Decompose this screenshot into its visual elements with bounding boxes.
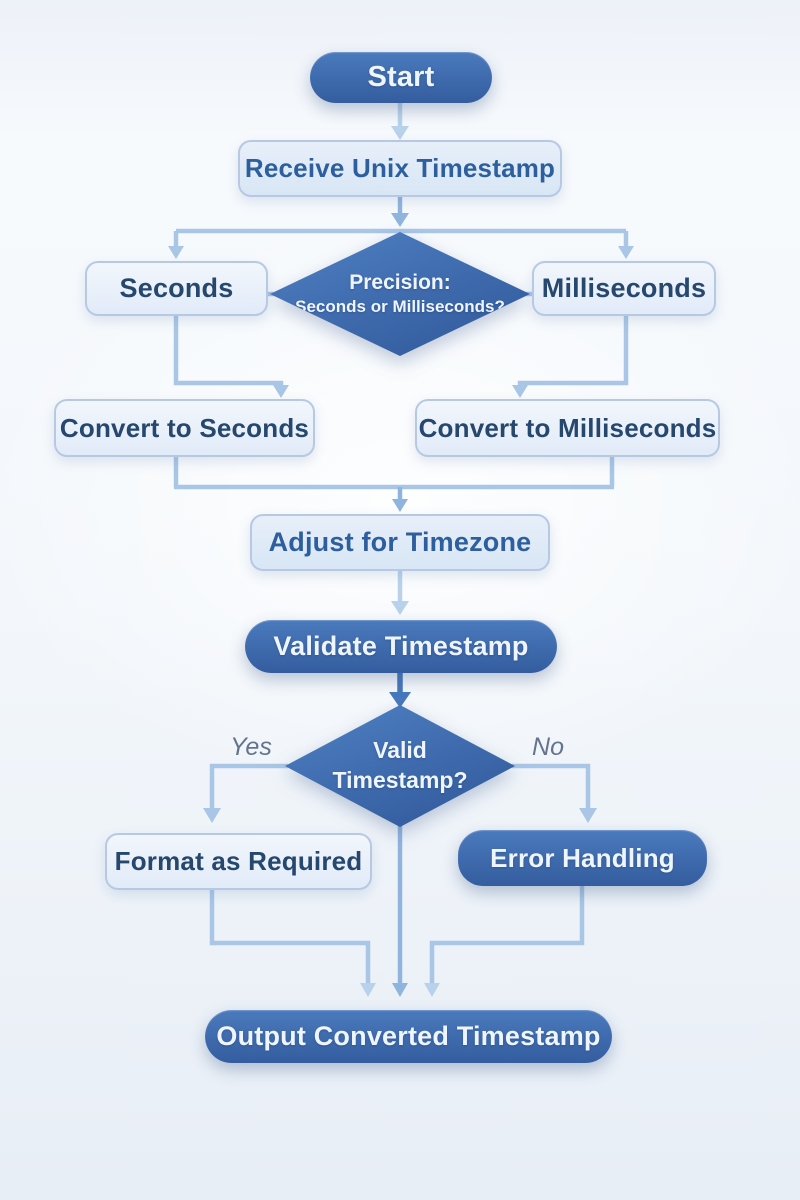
edge-valid-to-output bbox=[392, 825, 408, 997]
validate-timestamp-node: Validate Timestamp bbox=[245, 620, 557, 673]
precision-question-line1: Precision: bbox=[349, 271, 451, 294]
edge-validate-to-valid bbox=[389, 673, 411, 708]
start-node: Start bbox=[310, 52, 492, 103]
valid-timestamp-decision-diamond: Valid Timestamp? bbox=[285, 705, 515, 827]
edge-receive-to-precision bbox=[391, 197, 409, 227]
milliseconds-node: Milliseconds bbox=[532, 261, 716, 316]
edge-merge-to-adjust bbox=[173, 457, 615, 512]
output-converted-timestamp-node: Output Converted Timestamp bbox=[205, 1010, 612, 1063]
edge-start-to-receive bbox=[391, 103, 409, 140]
precision-question-line2: Seconds or Milliseconds? bbox=[295, 297, 505, 316]
precision-decision-diamond: Precision: Seconds or Milliseconds? bbox=[270, 232, 530, 356]
adjust-for-timezone-node: Adjust for Timezone bbox=[250, 514, 550, 571]
valid-question-line1: Valid bbox=[373, 737, 427, 764]
edge-valid-no bbox=[512, 763, 597, 823]
format-as-required-node: Format as Required bbox=[105, 833, 372, 890]
convert-to-seconds-node: Convert to Seconds bbox=[54, 399, 315, 457]
edge-adjust-to-validate bbox=[391, 571, 409, 615]
edge-error-to-output bbox=[424, 886, 585, 997]
no-edge-label: No bbox=[532, 733, 564, 761]
edge-branch-precision bbox=[168, 228, 634, 259]
edge-format-to-output bbox=[209, 890, 376, 997]
edge-seconds-to-convert bbox=[173, 316, 289, 398]
edge-valid-yes bbox=[203, 763, 288, 823]
convert-to-milliseconds-node: Convert to Milliseconds bbox=[415, 399, 720, 457]
seconds-node: Seconds bbox=[85, 261, 268, 316]
error-handling-node: Error Handling bbox=[458, 830, 707, 886]
edge-milliseconds-to-convert bbox=[512, 316, 629, 398]
valid-question-line2: Timestamp? bbox=[332, 767, 468, 793]
receive-unix-timestamp-node: Receive Unix Timestamp bbox=[238, 140, 562, 197]
yes-edge-label: Yes bbox=[230, 733, 272, 761]
